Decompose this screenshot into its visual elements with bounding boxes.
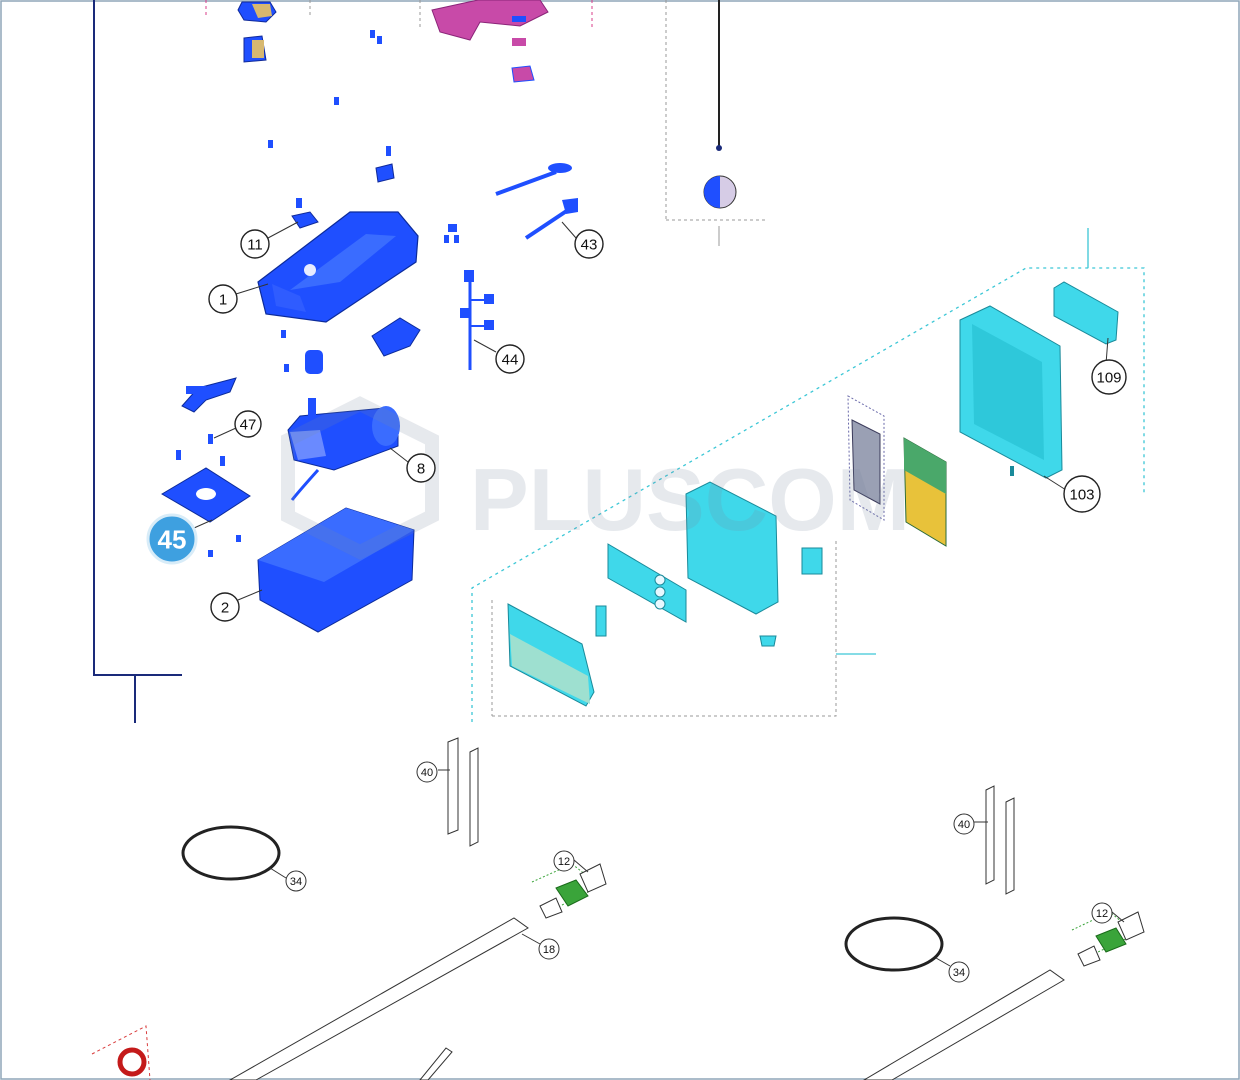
callout-circle bbox=[240, 229, 270, 259]
cover-part-2 bbox=[257, 507, 415, 633]
watermark-text: PLUSCOM bbox=[470, 450, 910, 549]
callout-12b[interactable]: 12 bbox=[1091, 902, 1113, 924]
callout-label: 44 bbox=[502, 351, 519, 368]
control-unit-inner-box bbox=[491, 540, 837, 717]
callout-label: 11 bbox=[247, 236, 263, 253]
callout-8[interactable]: 8 bbox=[406, 453, 436, 483]
screws-middle bbox=[281, 224, 459, 372]
callout-circle bbox=[416, 761, 438, 783]
top-screws bbox=[268, 30, 382, 148]
callout-label: 2 bbox=[221, 599, 229, 616]
callout-103[interactable]: 103 bbox=[1063, 475, 1101, 513]
control-box-parts bbox=[507, 481, 823, 707]
callout-circle bbox=[538, 938, 560, 960]
callout-circle bbox=[406, 453, 436, 483]
screws-left bbox=[176, 434, 241, 557]
callout-label: 34 bbox=[953, 967, 965, 979]
control-unit-dashed-boxes bbox=[471, 228, 1145, 722]
rail-right bbox=[863, 969, 1065, 1080]
callout-2[interactable]: 2 bbox=[210, 592, 240, 622]
callout-label: 8 bbox=[417, 460, 425, 477]
bracket-assembly-12b bbox=[1071, 911, 1145, 967]
pull-cord-part-43 bbox=[495, 163, 578, 240]
callout-circle bbox=[1063, 475, 1101, 513]
cover-plate-part-109 bbox=[1053, 281, 1119, 345]
callout-47[interactable]: 47 bbox=[234, 410, 262, 438]
callout-45[interactable]: 45 bbox=[146, 513, 198, 565]
terminal-block-part bbox=[371, 317, 421, 357]
callout-circle bbox=[553, 850, 575, 872]
callout-label: 12 bbox=[558, 856, 570, 868]
belt-loop-left bbox=[181, 825, 281, 881]
bracket-assembly-12a bbox=[531, 863, 607, 919]
callout-18[interactable]: 18 bbox=[538, 938, 560, 960]
callout-109[interactable]: 109 bbox=[1091, 359, 1127, 395]
callout-label: 12 bbox=[1096, 908, 1108, 920]
leader-lines bbox=[193, 221, 1125, 967]
rail-brackets-left bbox=[447, 737, 479, 847]
chassis-part-1 bbox=[257, 211, 419, 323]
base-plate-part-45 bbox=[161, 467, 251, 523]
callout-12a[interactable]: 12 bbox=[553, 850, 575, 872]
callout-44[interactable]: 44 bbox=[495, 344, 525, 374]
motor-bracket-part-11 bbox=[291, 198, 319, 229]
callout-34a[interactable]: 34 bbox=[285, 870, 307, 892]
callout-circle bbox=[948, 961, 970, 983]
callout-circle bbox=[210, 592, 240, 622]
pull-cord-with-knob bbox=[665, 0, 766, 246]
top-dashed-region bbox=[205, 0, 593, 30]
top-pink-board bbox=[431, 0, 549, 83]
watermark-logo: PLUSCOM bbox=[281, 396, 910, 560]
callout-circle bbox=[1091, 359, 1127, 395]
red-spring-part bbox=[91, 1025, 151, 1080]
navy-frame-lines bbox=[93, 0, 182, 723]
circuit-board-part bbox=[847, 395, 947, 547]
callout-43[interactable]: 43 bbox=[574, 229, 604, 259]
callout-40a[interactable]: 40 bbox=[416, 761, 438, 783]
callout-label: 45 bbox=[158, 524, 187, 554]
callout-label: 18 bbox=[543, 944, 555, 956]
callout-label: 34 bbox=[290, 876, 302, 888]
callout-label: 43 bbox=[581, 236, 598, 253]
callout-label: 109 bbox=[1096, 369, 1121, 386]
rail-18 bbox=[228, 917, 529, 1080]
rail-brackets-right bbox=[985, 785, 1015, 895]
callout-circle bbox=[234, 410, 262, 438]
callout-40b[interactable]: 40 bbox=[953, 813, 975, 835]
callout-label: 1 bbox=[219, 291, 227, 308]
callout-11[interactable]: 11 bbox=[240, 229, 270, 259]
callout-circle bbox=[146, 513, 198, 565]
callout-circle bbox=[208, 284, 238, 314]
callout-label: 40 bbox=[421, 767, 433, 779]
wire-harness-part-44 bbox=[460, 270, 494, 370]
spring-part bbox=[305, 350, 323, 374]
callout-circle bbox=[1091, 902, 1113, 924]
cam-lever-part bbox=[181, 377, 237, 413]
top-gear-part bbox=[237, 1, 277, 63]
callout-34b[interactable]: 34 bbox=[948, 961, 970, 983]
motor-part-8 bbox=[287, 398, 400, 501]
callout-circle bbox=[495, 344, 525, 374]
callout-1[interactable]: 1 bbox=[208, 284, 238, 314]
callout-label: 47 bbox=[240, 416, 257, 433]
callout-circle bbox=[574, 229, 604, 259]
callout-circle bbox=[285, 870, 307, 892]
callout-circle bbox=[953, 813, 975, 835]
housing-part-103 bbox=[959, 305, 1063, 479]
callout-label: 40 bbox=[958, 819, 970, 831]
small-clip-part bbox=[375, 146, 395, 183]
callout-label: 103 bbox=[1069, 486, 1094, 503]
belt-loop-right bbox=[844, 916, 944, 972]
